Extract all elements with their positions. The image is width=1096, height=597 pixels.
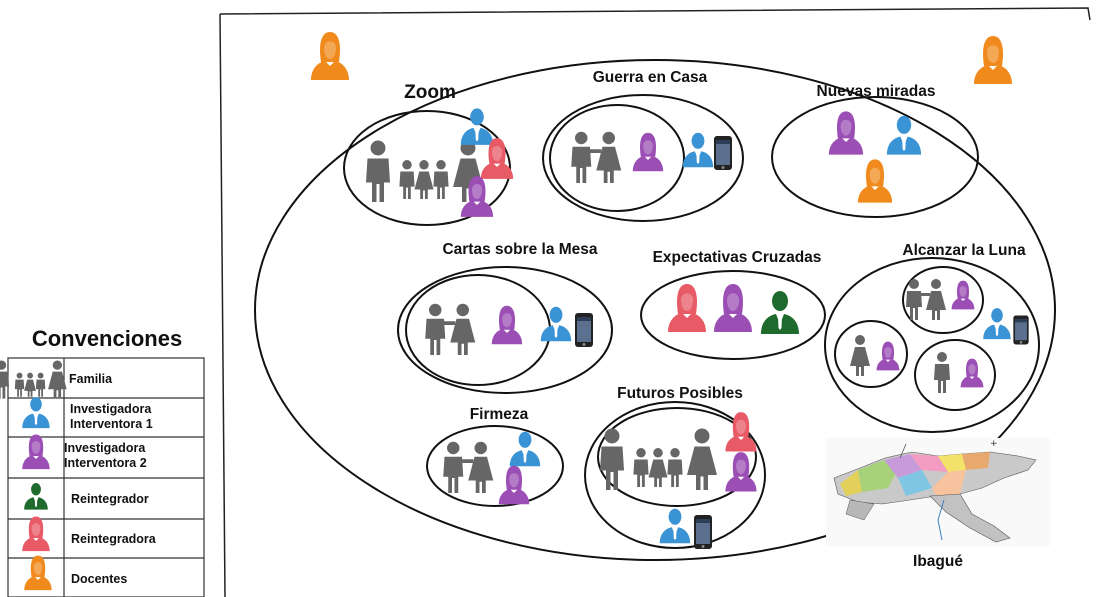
researcher-1-icon [509,431,541,467]
researcher-2-icon [951,280,975,310]
ibague-frame [219,7,1091,21]
reintegrator-female-icon [22,516,50,552]
workshop-title-alcanzar: Alcanzar la Luna [902,242,1026,259]
workshop-cartas [397,266,613,394]
ibague-map: + [826,438,1050,546]
workshop-title-futuros: Futuros Posibles [617,385,743,402]
smartphone-icon [714,136,732,170]
legend-title: Convenciones [32,326,182,351]
reintegrator-male-icon [24,483,48,510]
workshop-zoom [343,110,511,226]
researcher-2-icon [498,465,530,505]
researcher-2-icon [828,111,864,155]
teacher-icon [974,36,1012,84]
workshop-title-firmeza: Firmeza [470,406,529,423]
researcher-2-icon [960,358,984,388]
workshop-guerra-inner [549,104,685,212]
family-icon [850,335,870,376]
teacher-icon [311,32,349,80]
reintegrator-female-icon [668,284,706,332]
workshop-alcanzar-sub-3 [914,339,996,411]
researcher-2-icon [491,305,523,345]
legend-label-investigadora-1-line1: Investigadora [70,402,152,416]
workshop-alcanzar-sub-1 [902,266,984,334]
researcher-1-icon [682,132,714,168]
workshop-title-expectativas: Expectativas Cruzadas [653,249,822,266]
family-icon [571,132,621,183]
workshop-title-zoom: Zoom [404,82,456,103]
workshop-title-nuevas: Nuevas miradas [817,83,936,100]
legend-table [7,357,205,597]
family-icon [0,360,67,398]
legend-label-docentes: Docentes [71,572,127,586]
map-label: Ibagué [913,553,963,570]
main-ellipse [254,59,1056,561]
researcher-1-icon [659,508,691,544]
workshop-title-guerra: Guerra en Casa [593,69,708,86]
reintegrator-male-icon [761,291,799,334]
researcher-2-icon [632,132,664,172]
smartphone-icon [575,313,593,347]
workshop-alcanzar-sub-2 [834,320,908,388]
workshop-expectativas [640,270,826,360]
workshop-firmeza [426,425,564,507]
family-icon [425,304,475,355]
family-icon [366,141,483,203]
workshop-alcanzar [824,257,1040,433]
legend-label-investigadora-2-line1: Investigadora [64,441,146,455]
ibague-frame-left [219,13,226,597]
legend-label-investigadora-2-line2: Interventora 2 [64,456,147,470]
workshop-guerra [542,94,744,222]
teacher-icon [857,159,893,203]
family-icon [443,442,493,493]
svg-text:+: + [990,439,998,449]
legend-label-reintegradora: Reintegradora [71,532,157,546]
researcher-2-icon [714,284,752,332]
workshop-title-cartas: Cartas sobre la Mesa [442,241,597,258]
workshop-futuros-inner [597,407,757,507]
legend-label-investigadora-1-line2: Interventora 1 [70,417,153,431]
teacher-icon [24,555,52,591]
family-icon [906,279,946,320]
researcher-1-icon [460,108,494,145]
family-icon [934,352,950,393]
researcher-2-icon [22,434,50,470]
researcher-1-icon [22,397,50,429]
legend-label-reintegrador: Reintegrador [71,492,149,506]
smartphone-icon [694,515,712,549]
researcher-1-icon [886,115,922,155]
researcher-1-icon [983,308,1011,340]
workshop-nuevas [771,96,979,218]
family-icon [600,429,717,491]
legend-label-familia: Familia [69,372,113,386]
smartphone-icon [1013,315,1029,345]
researcher-2-icon [876,341,900,371]
workshop-futuros [584,401,766,549]
